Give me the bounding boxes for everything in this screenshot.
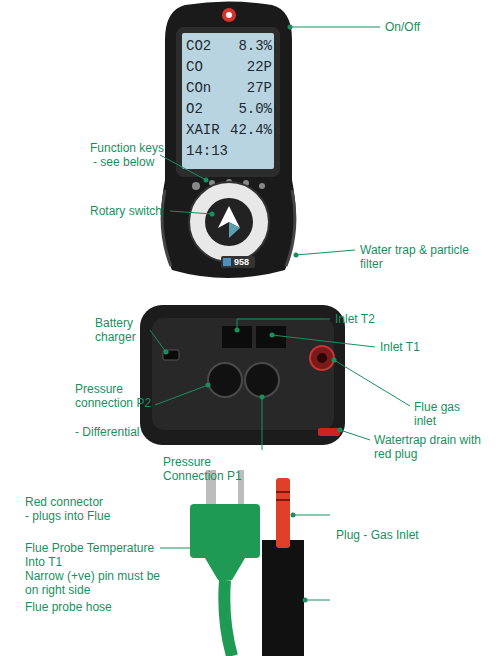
screen-reading: CO2: [186, 38, 211, 54]
screen-reading: 22P: [214, 59, 272, 75]
callout-label: Battery charger: [95, 316, 150, 344]
callout-label: Water trap & particle filter: [360, 243, 480, 271]
callout-label: - plugs into Flue: [25, 509, 110, 523]
callout-label: Red connector: [25, 495, 103, 509]
callout-label: Flue gas inlet: [414, 400, 474, 428]
callout-label: Into T1: [25, 555, 62, 569]
screen-reading: O2: [186, 101, 203, 117]
model-number: 958: [234, 257, 249, 267]
callout-label: Flue probe hose: [25, 600, 112, 614]
callout-label: Watertrap drain with red plug: [374, 433, 496, 461]
callout-label: Flue Probe Temperature: [25, 541, 154, 555]
screen-reading: CO: [186, 59, 203, 75]
callout-label: Plug - Gas Inlet: [336, 528, 419, 542]
callout-label: Inlet T1: [380, 340, 420, 354]
screen-reading: 27P: [214, 80, 272, 96]
callout-label: - see below: [93, 155, 154, 169]
callout-label: Function keys: [90, 141, 164, 155]
callout-label: Pressure connection P2: [75, 382, 153, 410]
screen-reading: 8.3%: [214, 38, 272, 54]
callout-label: Rotary switch: [90, 204, 162, 218]
screen-reading: 42.4%: [214, 122, 272, 138]
callout-label: On/Off: [385, 20, 420, 34]
callout-label: Inlet T2: [335, 312, 375, 326]
screen-reading: 5.0%: [214, 101, 272, 117]
screen-reading: COn: [186, 80, 211, 96]
callout-label: - Differential: [75, 425, 139, 439]
callout-label: Narrow (+ve) pin must be on right side: [25, 569, 175, 597]
callout-label: Pressure Connection P1: [163, 455, 273, 483]
screen-time: 14:13: [186, 143, 228, 159]
screen-reading: XAIR: [186, 122, 220, 138]
